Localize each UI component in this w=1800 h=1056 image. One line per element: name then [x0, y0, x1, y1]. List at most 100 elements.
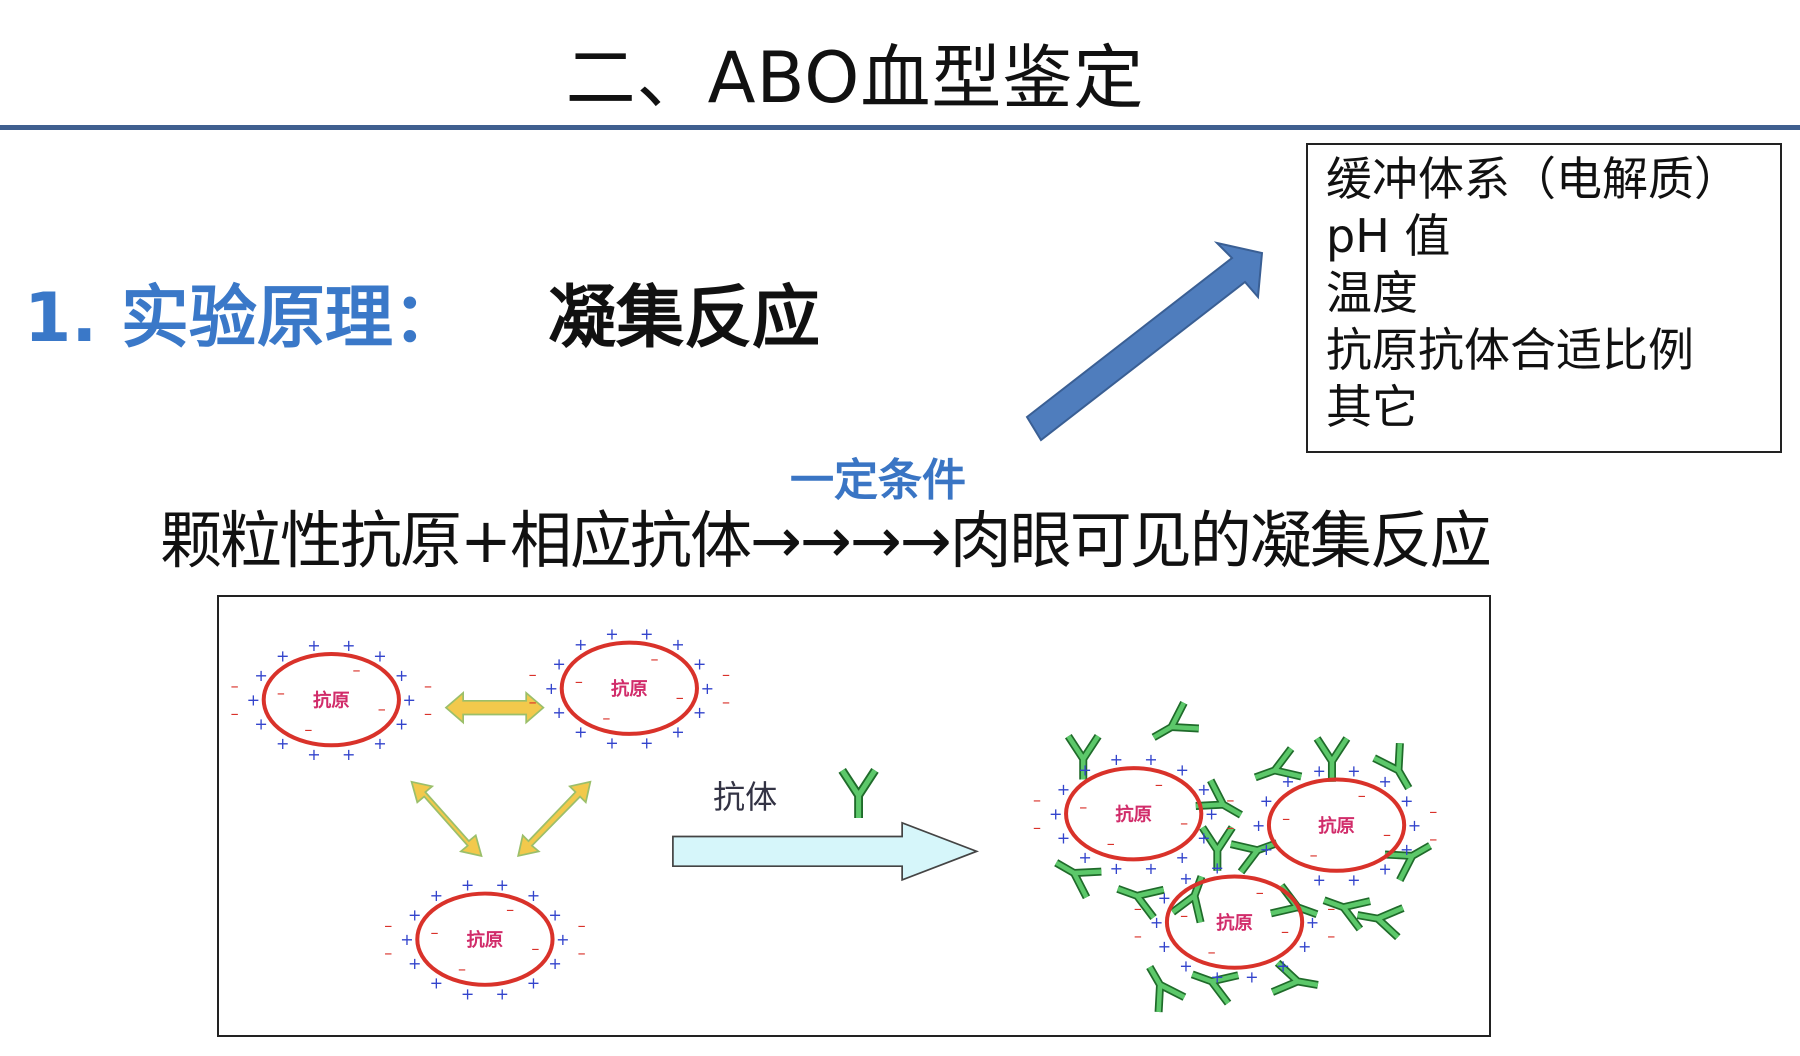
positive-charge: +: [1312, 761, 1325, 780]
slide-title: 二、ABO血型鉴定: [565, 37, 1145, 119]
positive-charge: +: [276, 647, 289, 666]
positive-charge: +: [430, 974, 443, 993]
positive-charge: +: [408, 954, 421, 973]
positive-charge: +: [496, 984, 509, 1003]
antibody-icon: [1270, 959, 1319, 996]
flow-arrow-icon: [672, 821, 980, 882]
negative-charge: –: [231, 677, 239, 696]
positive-charge: +: [1306, 913, 1319, 932]
negative-charge: –: [1134, 927, 1142, 946]
antigen-cell: 抗原: [1164, 874, 1305, 970]
positive-charge: +: [1400, 840, 1413, 859]
condition-item: 缓冲体系（电解质）: [1326, 152, 1740, 206]
reaction-equation: 颗粒性抗原+相应抗体→→→→肉眼可见的凝集反应: [160, 504, 1492, 577]
positive-charge: +: [403, 690, 416, 709]
antibody-icon: [1151, 700, 1200, 741]
antibody-icon: [1195, 778, 1243, 819]
negative-charge: –: [231, 704, 239, 723]
negative-charge: –: [1107, 834, 1115, 853]
positive-charge: +: [671, 635, 684, 654]
positive-charge: +: [1400, 792, 1413, 811]
positive-charge: +: [1057, 829, 1070, 848]
antibody-icon: [1253, 746, 1303, 782]
positive-charge: +: [373, 647, 386, 666]
negative-charge: –: [384, 916, 392, 935]
antigen-label: 抗原: [1115, 804, 1152, 826]
negative-charge: –: [1226, 818, 1234, 837]
antibody-icon: [1199, 825, 1236, 871]
antibody-icon: [838, 767, 879, 819]
positive-charge: +: [640, 733, 653, 752]
positive-charge: +: [342, 745, 355, 764]
positive-charge: +: [1049, 804, 1062, 823]
positive-charge: +: [430, 886, 443, 905]
negative-charge: –: [277, 684, 285, 703]
antigen-cell: 抗原: [1266, 777, 1407, 873]
positive-charge: +: [527, 974, 540, 993]
positive-charge: +: [395, 666, 408, 685]
positive-charge: +: [1197, 829, 1210, 848]
positive-charge: +: [1110, 750, 1123, 769]
negative-charge: –: [1079, 798, 1087, 817]
positive-charge: +: [342, 636, 355, 655]
negative-charge: –: [1033, 791, 1041, 810]
positive-charge: +: [1144, 750, 1157, 769]
positive-charge: +: [307, 636, 320, 655]
condition-item: 其它: [1326, 380, 1418, 434]
negative-charge: –: [575, 672, 583, 691]
positive-charge: +: [1110, 859, 1123, 878]
negative-charge: –: [722, 665, 730, 684]
negative-charge: –: [1383, 825, 1391, 844]
positive-charge: +: [1245, 967, 1258, 986]
positive-charge: +: [395, 715, 408, 734]
positive-charge: +: [693, 655, 706, 674]
positive-charge: +: [1144, 859, 1157, 878]
antigen-label: 抗原: [467, 929, 504, 951]
negative-charge: –: [1208, 942, 1216, 961]
positive-charge: +: [605, 625, 618, 644]
positive-charge: +: [400, 930, 413, 949]
positive-charge: +: [548, 954, 561, 973]
positive-charge: +: [1260, 840, 1273, 859]
antigen-label: 抗原: [611, 678, 648, 700]
negative-charge: –: [1310, 846, 1318, 865]
antibody-icon: [1356, 904, 1405, 941]
antibody-label: 抗体: [713, 778, 777, 816]
negative-charge: –: [1358, 786, 1366, 805]
positive-charge: +: [1150, 913, 1163, 932]
antibody-icon: [1190, 970, 1240, 1006]
negative-charge: –: [1226, 791, 1234, 810]
positive-charge: +: [527, 886, 540, 905]
antibody-icon: [1054, 859, 1102, 900]
positive-charge: +: [1179, 957, 1192, 976]
positive-charge: +: [1347, 870, 1360, 889]
negative-charge: –: [424, 704, 432, 723]
positive-charge: +: [254, 666, 267, 685]
positive-charge: +: [461, 984, 474, 1003]
positive-charge: +: [574, 635, 587, 654]
antibody-icon: [1313, 736, 1351, 782]
negative-charge: –: [378, 700, 386, 719]
antibody-icon: [1322, 896, 1371, 932]
positive-charge: +: [1197, 780, 1210, 799]
negative-charge: –: [1429, 830, 1437, 849]
positive-charge: +: [1210, 967, 1223, 986]
positive-charge: +: [701, 679, 714, 698]
positive-charge: +: [1205, 804, 1218, 823]
condition-item: 抗原抗体合适比例: [1326, 323, 1694, 377]
negative-charge: –: [430, 923, 438, 942]
positive-charge: +: [1176, 761, 1189, 780]
positive-charge: +: [1252, 816, 1265, 835]
positive-charge: +: [247, 690, 260, 709]
negative-charge: –: [1281, 922, 1289, 941]
negative-charge: –: [578, 916, 586, 935]
negative-charge: –: [506, 900, 514, 919]
positive-charge: +: [1281, 772, 1294, 791]
negative-charge: –: [531, 939, 539, 958]
negative-charge: –: [1155, 775, 1163, 794]
negative-charge: –: [1429, 802, 1437, 821]
antigen-cell: 抗原: [1064, 766, 1204, 862]
antigen-label: 抗原: [313, 690, 350, 712]
antigen-cell: 抗原: [415, 891, 555, 987]
positive-charge: +: [545, 679, 558, 698]
